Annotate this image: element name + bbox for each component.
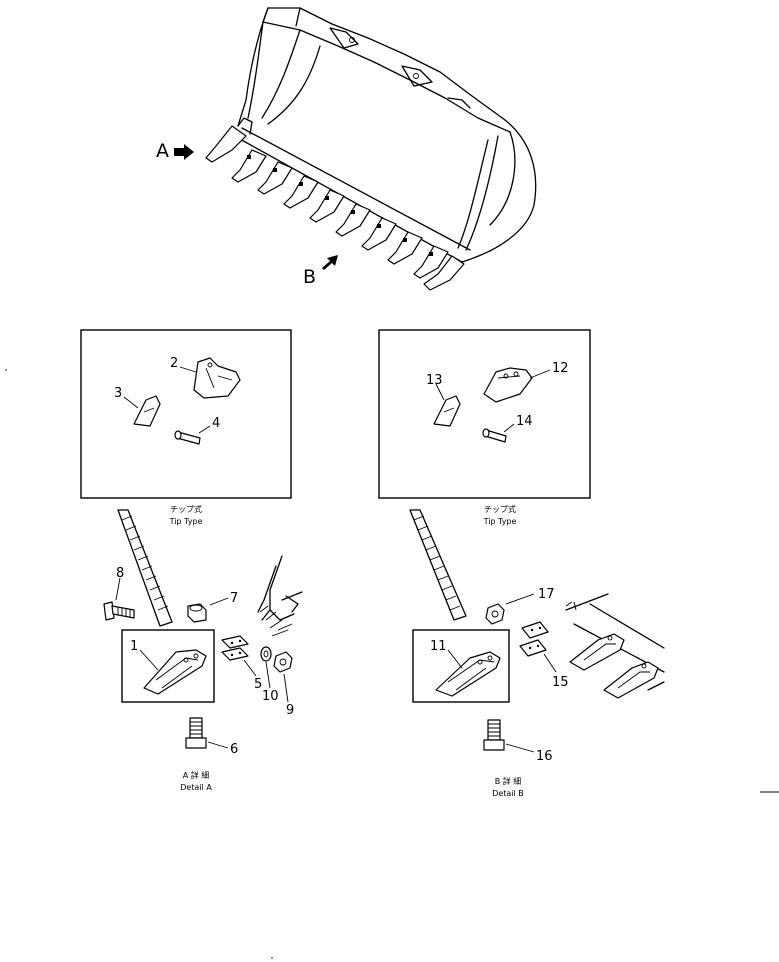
callout-10: 10 [262, 689, 279, 704]
callout-13: 13 [426, 373, 443, 388]
stray-dot [5, 369, 7, 371]
detail-a-parts: 8 7 1 5 [103, 555, 303, 757]
callout-9: 9 [286, 703, 294, 718]
callout-11: 11 [430, 639, 447, 654]
callout-5: 5 [254, 677, 262, 692]
part-9-nut [273, 651, 293, 673]
part-3-tip [133, 395, 161, 427]
stray-dot [271, 957, 273, 959]
bucket-teeth [205, 125, 465, 291]
part-8-bolt [103, 601, 135, 621]
detail-a-side-plate [257, 555, 303, 637]
part-16-bolt [483, 719, 505, 751]
view-arrow-b: B [303, 255, 338, 288]
part-13-tip [433, 395, 461, 427]
part-11-center-adapter [435, 651, 501, 697]
bucket-assembly [205, 7, 537, 291]
detail-b-cut-strip [409, 509, 467, 621]
part-6-bolt [185, 717, 207, 749]
part-4-pin [174, 430, 201, 445]
detail-b-part-11-box [412, 629, 510, 703]
detail-a-tip-type-jp: チップ式 [170, 504, 202, 514]
callout-3: 3 [114, 386, 122, 401]
detail-b-tip-type-jp: チップ式 [484, 504, 516, 514]
callout-12: 12 [552, 361, 569, 376]
detail-b-cutting-edge [565, 593, 665, 699]
detail-a-caption-jp: A 詳 細 [183, 770, 210, 780]
part-7-nut [187, 603, 207, 623]
callout-15: 15 [552, 675, 569, 690]
detail-b-caption-en: Detail B [492, 789, 524, 798]
callout-14: 14 [516, 414, 533, 429]
detail-a-tip-box [80, 329, 292, 499]
view-label-b: B [303, 266, 316, 288]
part-17-nut [485, 603, 505, 625]
callout-6: 6 [230, 742, 238, 757]
callout-8: 8 [116, 566, 124, 581]
part-12-adapter [483, 367, 533, 403]
detail-b-caption-jp: B 詳 細 [495, 776, 522, 786]
part-10-washer [260, 646, 272, 662]
part-14-pin [482, 428, 507, 443]
callout-16: 16 [536, 749, 553, 764]
part-15-shims [519, 621, 549, 657]
part-1-corner-adapter [143, 649, 207, 695]
detail-a-tip-type-en: Tip Type [169, 517, 203, 526]
callout-4: 4 [212, 416, 220, 431]
callout-2: 2 [170, 356, 178, 371]
detail-a-tip-type-panel: 2 3 4 [80, 329, 292, 499]
part-2-adapter [193, 357, 241, 399]
detail-b-tip-type-panel: 12 13 14 [378, 329, 591, 499]
detail-b-parts: 17 11 15 [412, 587, 665, 764]
detail-b-tip-box [378, 329, 591, 499]
view-arrow-a: A [156, 140, 194, 162]
callout-7: 7 [230, 591, 238, 606]
detail-a-caption-en: Detail A [180, 783, 212, 792]
part-5-shims [221, 635, 249, 661]
detail-b-tip-type-en: Tip Type [483, 517, 517, 526]
view-label-a: A [156, 140, 169, 162]
detail-a-cut-strip [117, 509, 173, 627]
detail-a-part-1-box [121, 629, 215, 703]
callout-17: 17 [538, 587, 555, 602]
callout-1: 1 [130, 639, 138, 654]
